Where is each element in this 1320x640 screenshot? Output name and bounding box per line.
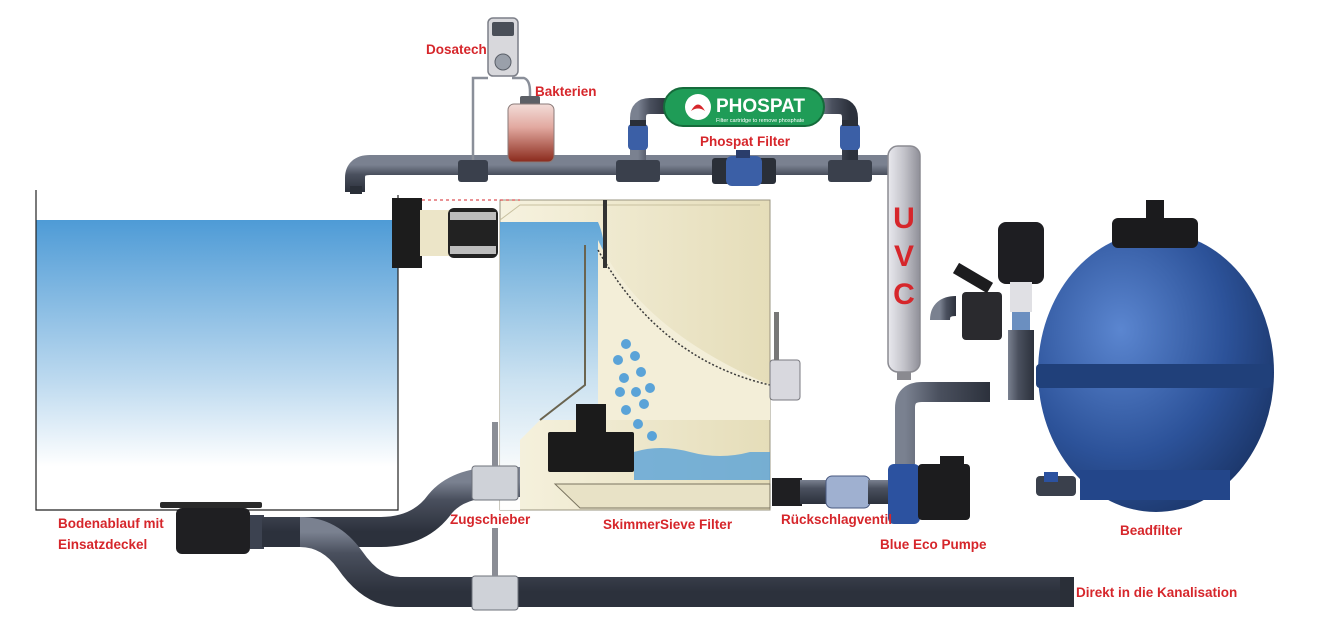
bakterien-jar <box>507 96 555 163</box>
uvc-letter-u: U <box>893 202 915 235</box>
pond-water <box>36 220 398 510</box>
label-rueckschlagventil: Rückschlagventil <box>781 512 892 527</box>
label-zugschieber: Zugschieber <box>450 512 531 527</box>
drain-pipes <box>262 422 1074 611</box>
phospat-tagline: Filter cartridge to remove phosphate <box>716 118 804 124</box>
label-pump: Blue Eco Pumpe <box>880 537 987 552</box>
uvc-letter-v: V <box>894 240 914 273</box>
uvc-letter-c: C <box>893 278 915 311</box>
label-dosatech: Dosatech <box>426 42 487 57</box>
return-pipe <box>345 150 900 194</box>
slide-valve-upper <box>471 422 519 501</box>
pond <box>35 190 399 511</box>
phospat-cartridge: PHOSPAT Filter cartridge to remove phosp… <box>663 87 825 127</box>
uvc-unit: U V C <box>887 145 921 373</box>
label-drain: Direkt in die Kanalisation <box>1076 585 1237 600</box>
beadfilter <box>930 200 1274 512</box>
label-skimmer-sieve: SkimmerSieve Filter <box>603 517 733 532</box>
bottom-drain <box>160 502 264 554</box>
phospat-brand: PHOSPAT <box>716 96 805 117</box>
slide-valve-lower <box>471 528 519 611</box>
label-bodenablauf-line2: Einsatzdeckel <box>58 537 147 552</box>
skimmer-sieve-filter <box>499 199 801 511</box>
pump-line <box>772 372 990 524</box>
labels: Dosatech Bakterien Phospat Filter Bodena… <box>58 42 1237 600</box>
label-bakterien: Bakterien <box>535 84 597 99</box>
water-drops-icon <box>613 339 657 441</box>
ball-valve-main <box>712 150 776 186</box>
label-phospat-filter: Phospat Filter <box>700 134 791 149</box>
check-valve <box>825 475 871 509</box>
dosatech-unit <box>471 17 532 160</box>
label-bodenablauf-line1: Bodenablauf mit <box>58 516 164 531</box>
blue-eco-pump <box>888 456 970 524</box>
label-beadfilter: Beadfilter <box>1120 523 1183 538</box>
pond-skimmer-inlet <box>392 198 520 268</box>
phospat-bypass <box>628 98 860 160</box>
